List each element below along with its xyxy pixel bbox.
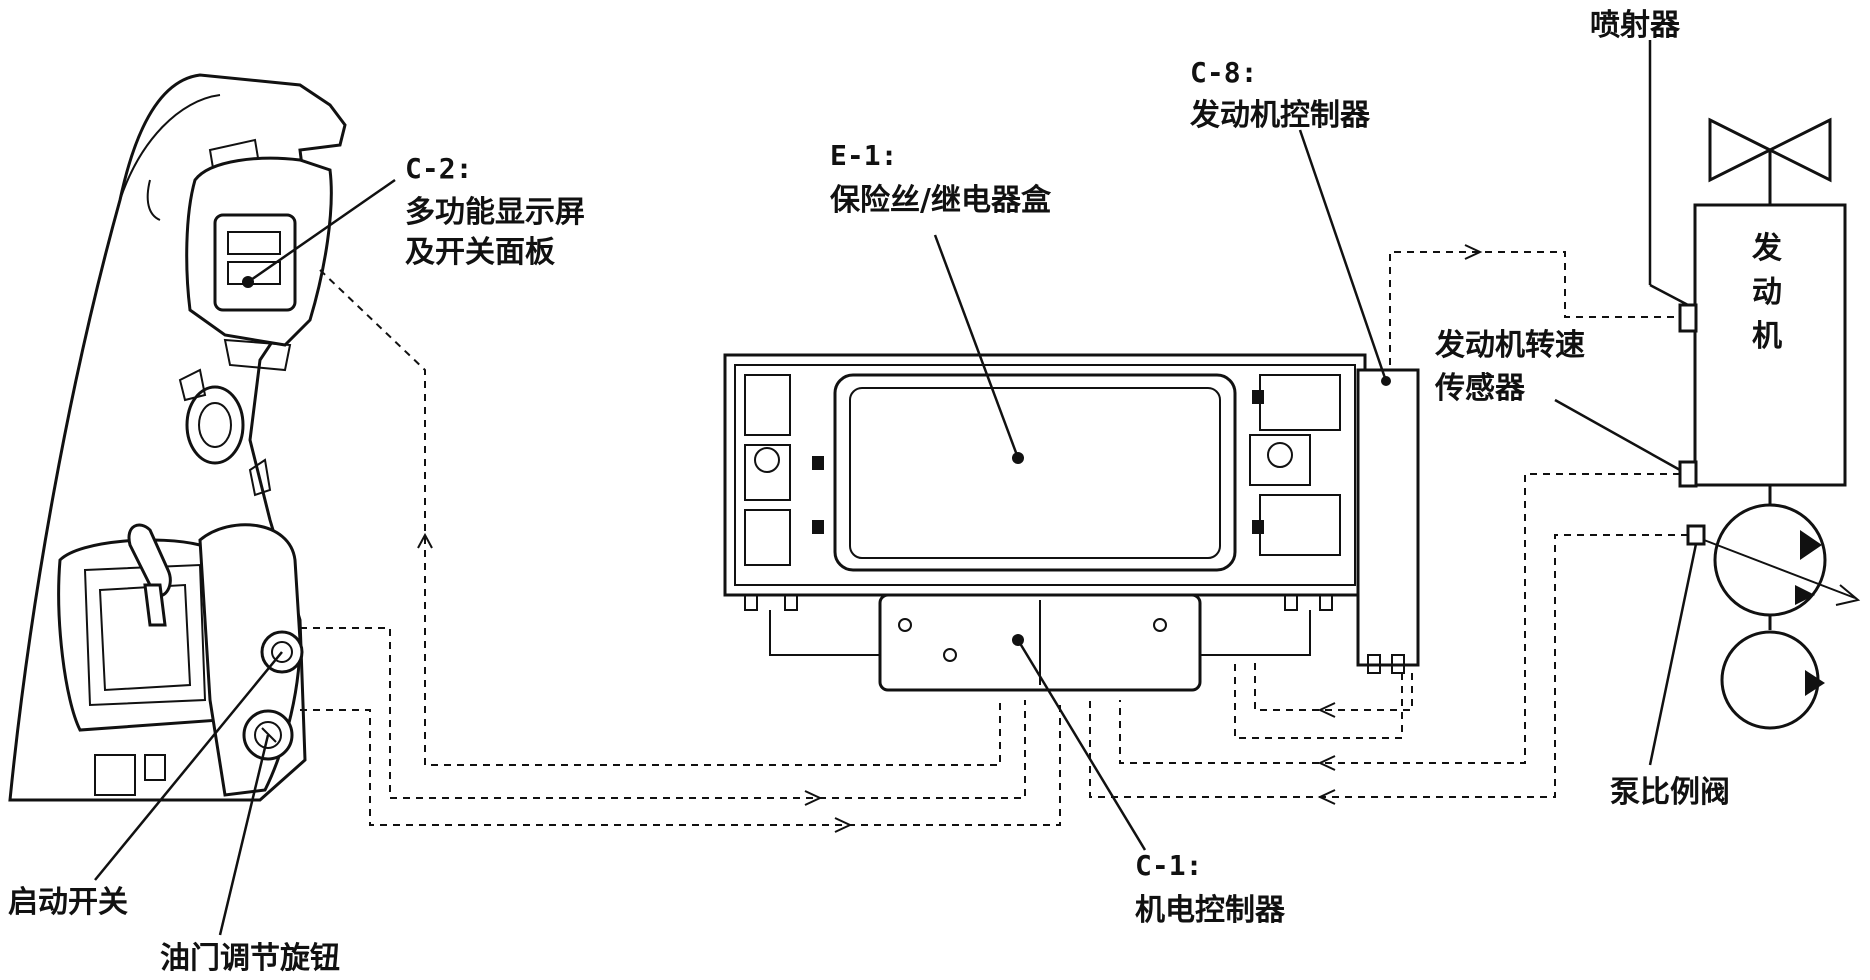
injector-label: 喷射器 xyxy=(1590,8,1681,43)
engine-label-2: 动 xyxy=(1752,275,1782,310)
labels: C-2: 多功能显示屏 及开关面板 E-1: 保险丝/继电器盒 C-8: 发动机… xyxy=(8,8,1782,976)
speed-sensor-label-1: 发动机转速 xyxy=(1434,328,1585,363)
pump-valve-label: 泵比例阀 xyxy=(1610,775,1730,810)
e1-name-label: 保险丝/继电器盒 xyxy=(830,183,1052,218)
c8-code-label: C-8: xyxy=(1190,56,1257,89)
dashed-wiring xyxy=(300,244,1688,833)
injector-port xyxy=(1678,303,1698,333)
c2-name-line1: 多功能显示屏 xyxy=(405,195,585,230)
engine-label-1: 发 xyxy=(1751,231,1782,266)
pump-proportional-valve xyxy=(1686,524,1706,546)
c8-name-label: 发动机控制器 xyxy=(1189,98,1371,133)
speed-sensor-port xyxy=(1678,460,1698,488)
leader-lines xyxy=(94,40,1698,936)
e1-code-label: E-1: xyxy=(830,139,897,172)
start-switch-label: 启动开关 xyxy=(8,885,128,920)
throttle-knob-label: 油门调节旋钮 xyxy=(160,941,340,976)
engine-assembly xyxy=(1678,117,1861,730)
pilot-pump xyxy=(1720,630,1820,730)
c1-name-label: 机电控制器 xyxy=(1135,893,1286,928)
engine-block xyxy=(1693,203,1847,487)
speed-sensor-label-2: 传感器 xyxy=(1434,371,1526,406)
c1-code-label: C-1: xyxy=(1135,849,1202,882)
electromechanical-controller xyxy=(769,593,1311,692)
engine-controller xyxy=(1356,368,1420,674)
main-pump xyxy=(1713,503,1827,617)
operator-console xyxy=(8,73,347,802)
fuse-relay-box xyxy=(723,353,1367,611)
c2-code-label: C-2: xyxy=(405,152,472,185)
c2-name-line2: 及开关面板 xyxy=(405,235,555,270)
engine-label-3: 机 xyxy=(1752,319,1782,354)
